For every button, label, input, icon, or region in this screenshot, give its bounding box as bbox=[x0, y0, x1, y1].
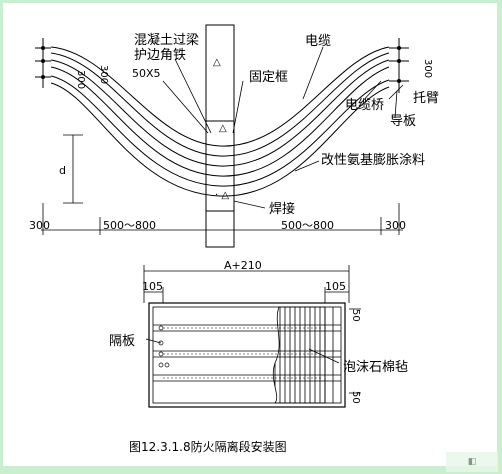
foam-asbestos-label: 泡沫石棉毡 bbox=[343, 360, 408, 375]
svg-text:△: △ bbox=[219, 123, 227, 134]
partition-dots bbox=[158, 325, 170, 368]
concrete-wall: △ · △ △ bbox=[205, 24, 235, 248]
dim-left-spacing-a: 300 bbox=[98, 65, 109, 84]
partition-board-label: 隔板 bbox=[109, 334, 135, 349]
guide-plate-label: 导板 bbox=[390, 114, 416, 129]
dim-right-spacing: 300 bbox=[422, 59, 433, 78]
watermark-logo: ◧ bbox=[446, 452, 498, 472]
leader-lines bbox=[162, 46, 404, 209]
coating-label: 改性氨基膨胀涂料 bbox=[321, 152, 425, 168]
dim-right-margin: 105 bbox=[325, 280, 346, 293]
dimension-d-label: d bbox=[59, 164, 66, 177]
dim-right-gap-top: 50 bbox=[350, 309, 361, 322]
drawing-area: △ · △ △ bbox=[3, 3, 497, 466]
cable-label: 电缆 bbox=[305, 33, 331, 49]
lower-dimension-lines bbox=[143, 265, 361, 394]
dim-left-span: 500～800 bbox=[103, 219, 156, 232]
dimension-d bbox=[63, 134, 83, 204]
installation-drawing: △ · △ △ bbox=[29, 24, 439, 454]
beam-label: 混凝土过梁 bbox=[134, 32, 199, 48]
dim-left-outer: 300 bbox=[29, 219, 50, 232]
cable-tray-label: 电缆桥 bbox=[345, 97, 384, 113]
dim-right-outer: 300 bbox=[385, 219, 406, 232]
weld-label: 焊接 bbox=[269, 201, 295, 217]
foam-asbestos-felt bbox=[272, 306, 326, 404]
fixing-frame-label: 固定框 bbox=[249, 70, 288, 85]
bracket-label: 托臂 bbox=[413, 91, 439, 106]
dim-right-span: 500～800 bbox=[281, 219, 334, 232]
svg-text:· △: · △ bbox=[215, 190, 229, 201]
horizontal-dimension bbox=[41, 203, 403, 235]
right-brackets bbox=[389, 38, 409, 93]
box-cable-lines bbox=[153, 307, 341, 403]
cable-trays bbox=[50, 46, 390, 197]
angle-steel-label: 护边角铁 bbox=[134, 48, 186, 63]
dim-left-spacing-b: 300 bbox=[75, 70, 86, 89]
dim-left-margin: 105 bbox=[142, 280, 163, 293]
svg-text:△: △ bbox=[213, 57, 221, 68]
figure-caption: 图12.3.1.8防火隔离段安装图 bbox=[129, 439, 287, 454]
dotted-rows bbox=[163, 327, 323, 379]
dim-right-gap-bottom: 50 bbox=[350, 391, 361, 404]
angle-spec-label: 50X5 bbox=[132, 67, 161, 80]
dim-total-width: A+210 bbox=[224, 259, 262, 272]
lower-view: A+210 105 105 50 50 隔板 泡沫石棉毡 bbox=[109, 259, 408, 408]
upper-view: △ · △ △ bbox=[29, 24, 439, 248]
left-brackets bbox=[35, 38, 51, 88]
